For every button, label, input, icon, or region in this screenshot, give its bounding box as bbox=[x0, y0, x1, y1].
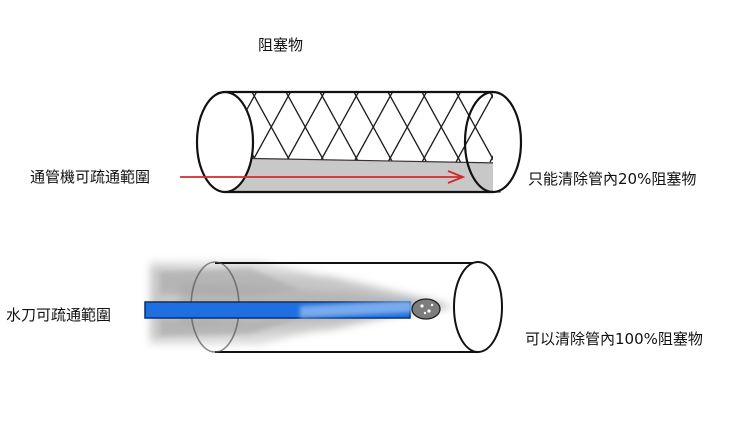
snake-result-label: 只能清除管內20%阻塞物 bbox=[528, 170, 697, 188]
snake-range-label: 通管機可疏通範圍 bbox=[30, 168, 151, 186]
blockage-label: 阻塞物 bbox=[258, 36, 304, 54]
snake-pipe bbox=[195, 90, 523, 194]
jet-range-label: 水刀可疏通範圍 bbox=[6, 306, 112, 324]
jet-nozzle-blockage bbox=[411, 298, 441, 320]
pipe-left-opening bbox=[195, 90, 255, 194]
pipe-right-cap bbox=[492, 90, 523, 194]
jet-pipe-right-opening bbox=[453, 261, 503, 353]
snake-range-arrow bbox=[180, 170, 466, 184]
jet-result-label: 可以清除管內100%阻塞物 bbox=[525, 330, 703, 348]
blockage-mesh bbox=[215, 92, 500, 163]
jet-pipe bbox=[144, 261, 503, 353]
